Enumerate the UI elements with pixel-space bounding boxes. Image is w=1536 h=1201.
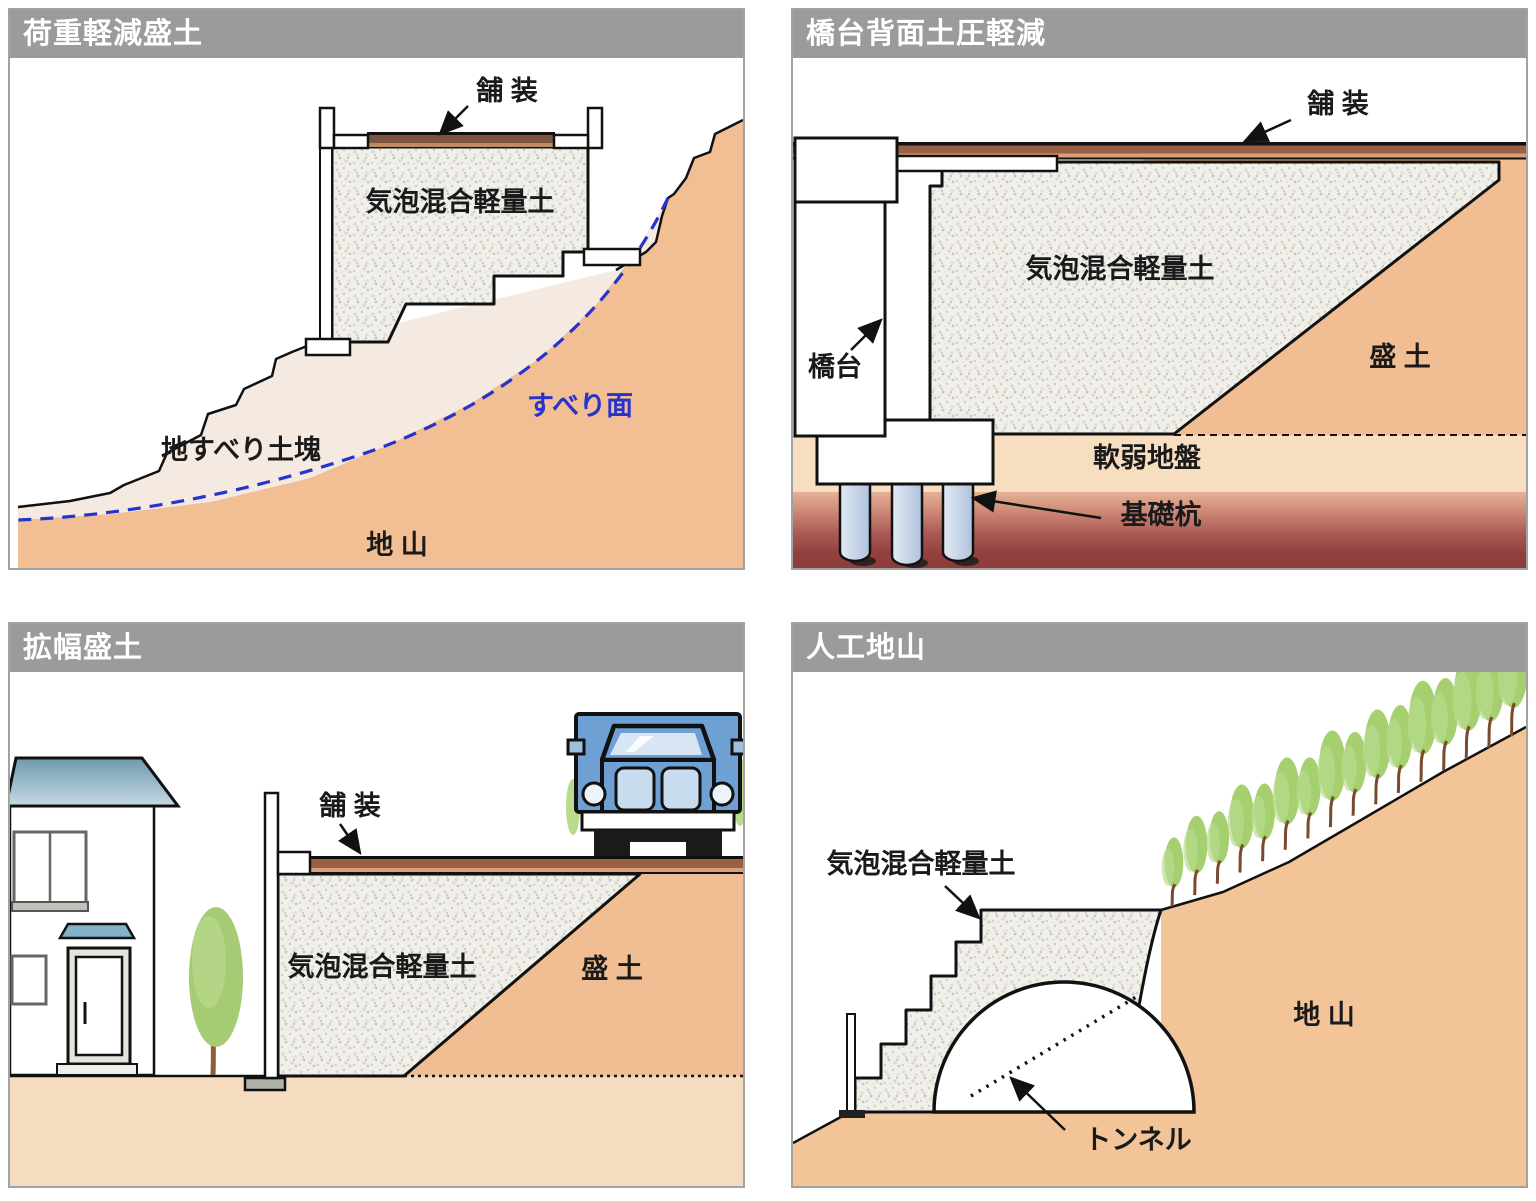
pavement-arrow xyxy=(438,105,469,136)
embankment-label: 盛 土 xyxy=(1369,342,1431,372)
truck-mirror xyxy=(730,738,743,756)
natural-ground-label: 地 山 xyxy=(1293,1000,1355,1030)
doorstep xyxy=(56,1063,138,1076)
pavement-layer xyxy=(367,132,555,147)
panel-title: 拡幅盛土 xyxy=(10,624,743,672)
foundation-piles xyxy=(838,474,979,568)
wheel xyxy=(686,830,722,856)
slip-surface-label: すべり面 xyxy=(527,391,633,421)
embankment-label: 盛 土 xyxy=(581,954,643,984)
panel-title: 荷重軽減盛土 xyxy=(10,10,743,58)
lightweight-soil-block xyxy=(928,160,1501,436)
pavement-label: 舗 装 xyxy=(475,76,538,106)
slip-surface-line xyxy=(17,197,670,522)
hill-slope-line xyxy=(1160,725,1526,912)
bumper xyxy=(580,810,736,832)
wall-footing xyxy=(839,1110,865,1118)
bridge-girder xyxy=(793,136,899,204)
parapet-walls xyxy=(318,106,604,150)
wheel xyxy=(594,830,630,856)
ground-surface-line xyxy=(615,118,743,272)
ground-surface-line xyxy=(17,342,313,509)
landslide-mass-label: 地すべり土塊 xyxy=(161,435,321,465)
natural-ground-label: 地 山 xyxy=(366,530,428,560)
pavement-layer xyxy=(310,856,743,874)
abutment-column xyxy=(793,198,887,438)
panel-abutment-earth-pressure: 橋台背面土圧軽減 xyxy=(791,8,1528,570)
truck-grille xyxy=(660,766,702,812)
tunnel-label: トンネル xyxy=(1084,1125,1191,1155)
lightweight-soil-label: 気泡混合軽量土 xyxy=(288,951,477,982)
tree-row xyxy=(1161,672,1526,907)
pavement-layer xyxy=(793,142,1526,160)
window xyxy=(10,954,48,1006)
pavement-arrow xyxy=(337,823,362,856)
truck-grille xyxy=(614,766,656,812)
panel-artificial-ground: 人工地山 気泡混合軽量土 トンネル 地 山 xyxy=(791,622,1528,1188)
wall-ledge xyxy=(276,850,312,876)
panel-load-reduction-embankment: 荷重軽減盛土 舗 装 気泡混合軽量土 すべり面 地すべ xyxy=(8,8,745,570)
headlight xyxy=(709,781,735,807)
headlight xyxy=(581,781,607,807)
retaining-wall xyxy=(846,1013,856,1113)
tunnel-arrow xyxy=(1009,1076,1066,1131)
pavement-label: 舗 装 xyxy=(1306,89,1369,119)
lower-ground-area xyxy=(10,1076,743,1186)
abutment-arrow xyxy=(850,318,883,351)
load-reduction-drawing: 舗 装 気泡混合軽量土 すべり面 地すべり土塊 地 山 xyxy=(17,76,743,568)
lightweight-soil-label: 気泡混合軽量土 xyxy=(827,848,1016,879)
embankment-area xyxy=(404,874,743,1076)
lightweight-soil-label: 気泡混合軽量土 xyxy=(366,186,555,217)
widening-drawing: 舗 装 気泡混合軽量土 盛 土 xyxy=(10,712,743,1186)
windshield xyxy=(610,733,702,755)
truck-mirror xyxy=(566,738,586,756)
door-awning xyxy=(57,922,137,940)
panel-title: 人工地山 xyxy=(793,624,1526,672)
natural-ground-area xyxy=(18,120,743,568)
soft-ground-label: 軟弱地盤 xyxy=(1093,443,1202,473)
abutment-drawing: 舗 装 気泡混合軽量土 橋台 盛 土 軟弱地盤 基礎杭 xyxy=(793,89,1526,568)
pile-arrow xyxy=(970,490,1102,520)
panel-widening-embankment: 拡幅盛土 xyxy=(8,622,745,1188)
footing-block xyxy=(582,247,642,267)
truck xyxy=(566,712,743,856)
approach-slab xyxy=(887,154,1059,173)
lightweight-soil-arrow xyxy=(944,885,981,920)
natural-ground-hill xyxy=(1161,727,1526,1112)
lightweight-soil-label: 気泡混合軽量土 xyxy=(1026,253,1215,284)
landslide-mass-area xyxy=(18,198,668,520)
tunnel-dotted-line xyxy=(970,992,1142,1098)
artificial-ground-drawing: 気泡混合軽量土 トンネル 地 山 xyxy=(793,672,1526,1186)
tunnel xyxy=(932,980,1196,1114)
retaining-wall xyxy=(263,791,280,1080)
wall-footing xyxy=(243,1076,287,1092)
ground-band xyxy=(793,1112,1526,1186)
lightweight-soil-block xyxy=(330,145,590,344)
pavement-arrow xyxy=(1242,118,1292,143)
panel-title: 橋台背面土圧軽減 xyxy=(793,10,1526,58)
retaining-wall xyxy=(319,146,333,343)
pavement-label: 舗 装 xyxy=(318,791,381,821)
tree xyxy=(189,907,243,1076)
footing-block xyxy=(304,337,352,357)
house xyxy=(10,756,181,1077)
abutment-label: 橋台 xyxy=(808,351,862,382)
foundation-pile-label: 基礎杭 xyxy=(1121,499,1202,530)
